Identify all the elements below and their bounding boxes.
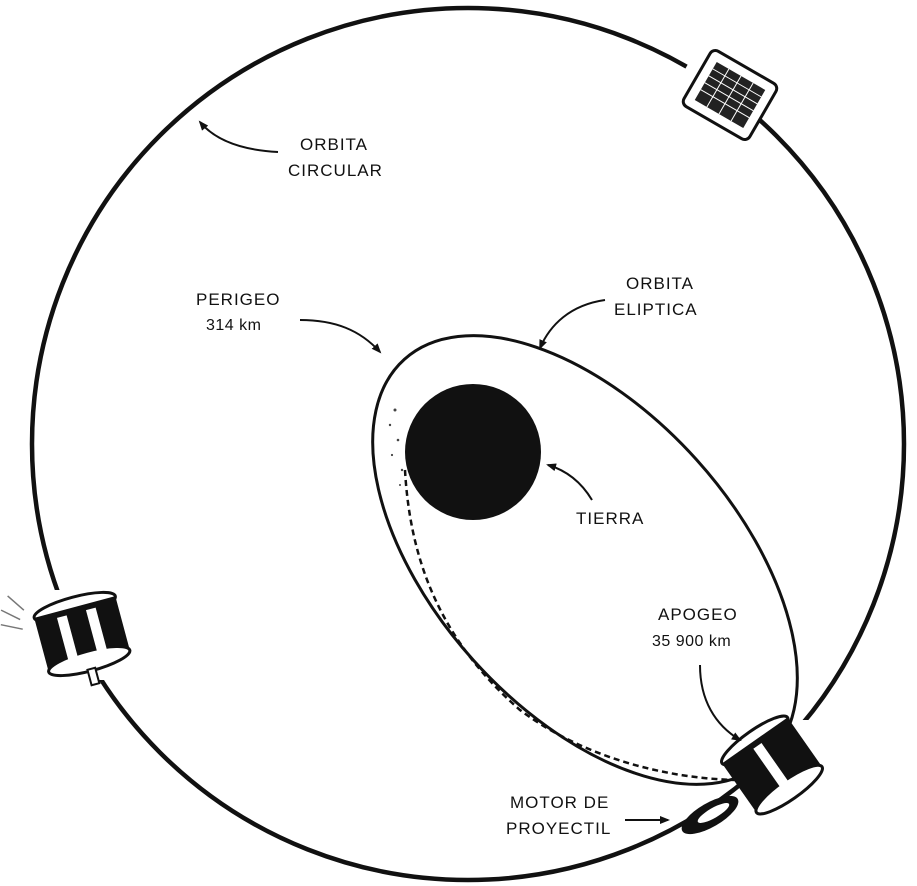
label-orbita-eliptica-1: ORBITA xyxy=(626,274,694,293)
satellite-left-icon xyxy=(0,569,136,704)
label-orbita-circular-2: CIRCULAR xyxy=(288,161,383,180)
motor-flame-icon xyxy=(676,789,743,842)
label-perigeo: PERIGEO xyxy=(196,290,280,309)
arrow-apogeo xyxy=(700,665,740,740)
label-apogeo: APOGEO xyxy=(658,605,738,624)
arrow-orbita-eliptica xyxy=(540,300,605,348)
label-perigeo-km: 314 km xyxy=(206,317,261,334)
label-tierra: TIERRA xyxy=(576,509,644,528)
earth xyxy=(405,384,541,520)
label-orbita-circular-1: ORBITA xyxy=(300,135,368,154)
label-motor-2: PROYECTIL xyxy=(506,819,611,838)
arrow-orbita-circular xyxy=(200,122,278,152)
label-orbita-eliptica-2: ELIPTICA xyxy=(614,300,698,319)
arrow-perigeo xyxy=(300,320,380,352)
label-apogeo-km: 35 900 km xyxy=(652,633,731,650)
speckles xyxy=(389,409,403,487)
label-motor-1: MOTOR DE xyxy=(510,793,609,812)
arrow-tierra xyxy=(548,465,592,500)
